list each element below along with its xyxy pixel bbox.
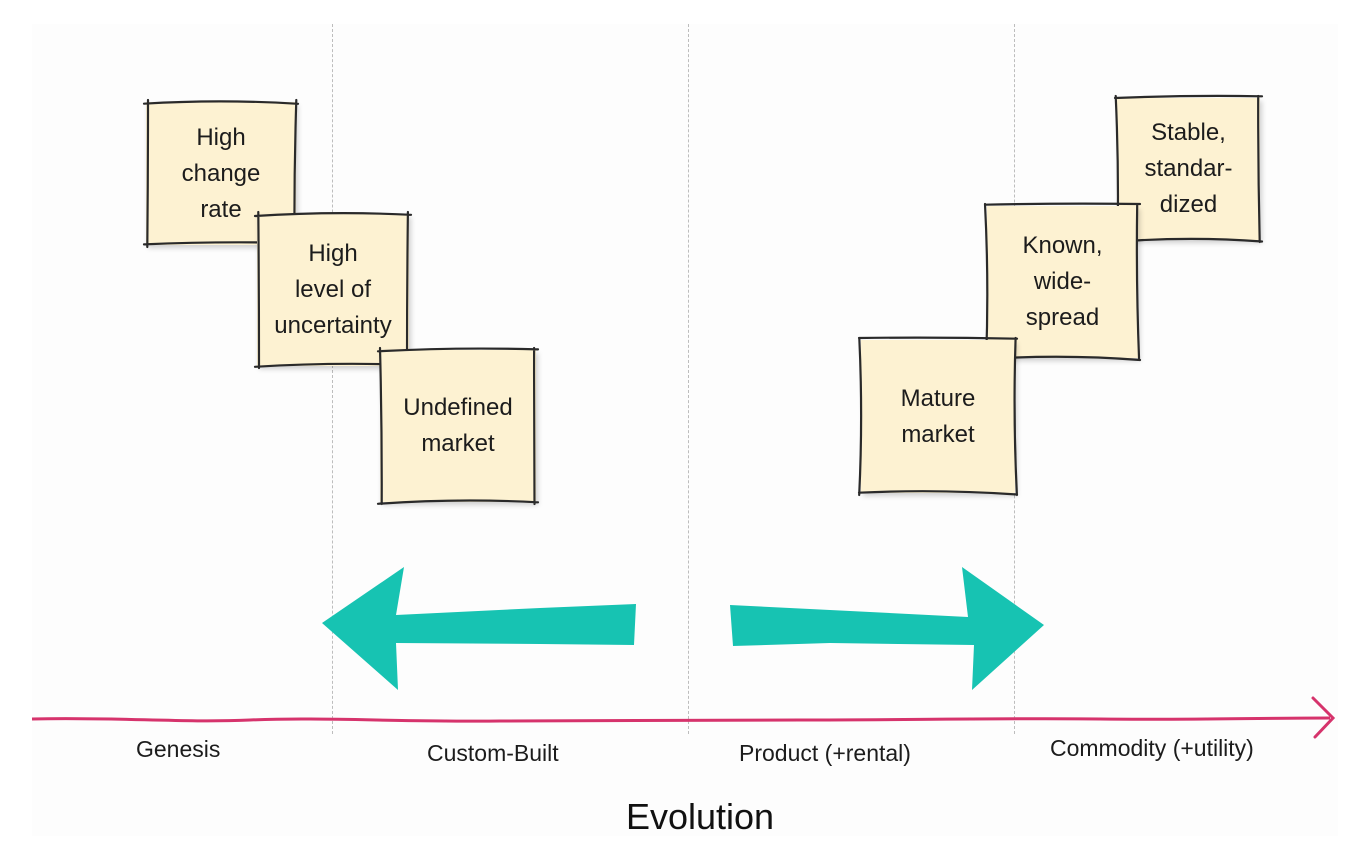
stage-divider-2: [688, 24, 689, 734]
right-arrow: [730, 567, 1044, 690]
note-border: [983, 202, 1142, 362]
sticky-note-undefined-market: Undefined market: [376, 346, 540, 506]
note-text: High change rate: [181, 123, 261, 223]
axis-arrowhead-icon: [1311, 696, 1336, 739]
sticky-note-high-change-rate: High change rate: [142, 98, 300, 249]
note-border: [376, 346, 540, 506]
sticky-note-known-widespread: Known, wide- spread: [983, 202, 1142, 362]
note-text: Known, wide- spread: [1022, 232, 1103, 331]
note-text: High level of uncertainty: [274, 240, 392, 339]
sticky-note-stable-standardized: Stable, standar- dized: [1113, 94, 1264, 244]
note-border: [857, 336, 1019, 497]
stage-label-genesis: Genesis: [136, 736, 221, 762]
sticky-note-mature-market: Mature market: [857, 336, 1019, 497]
note-border: [142, 98, 300, 249]
stage-label-product: Product (+rental): [739, 740, 911, 766]
note-text: Stable, standar- dized: [1144, 119, 1233, 218]
note-text: Mature market: [900, 384, 976, 448]
note-text: Undefined market: [403, 394, 513, 457]
note-border: [253, 210, 413, 370]
sticky-note-high-uncertainty: High level of uncertainty: [253, 210, 413, 370]
stage-divider-1: [332, 24, 333, 734]
stage-label-custom-built: Custom-Built: [427, 740, 559, 766]
evolution-axis-line: [31, 716, 1331, 723]
axis-title: Evolution: [625, 796, 775, 837]
stage-label-commodity: Commodity (+utility): [1050, 735, 1254, 761]
left-arrow: [322, 567, 636, 690]
note-border: [1113, 94, 1264, 244]
